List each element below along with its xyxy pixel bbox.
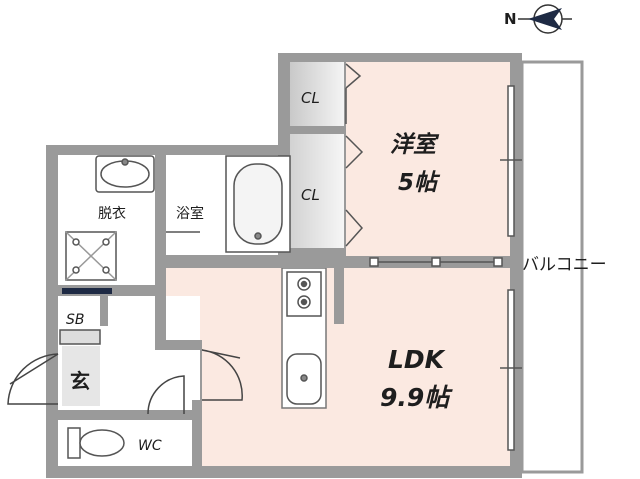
window-ldk [507, 289, 515, 451]
entrance-label: 玄 [70, 369, 90, 393]
closet-mid [290, 134, 344, 248]
toilet-bowl-icon [79, 429, 125, 457]
closet-doors [345, 63, 364, 247]
wall-ldk-hall [155, 268, 166, 348]
compass-arrow-icon [528, 8, 562, 30]
wall-closet-divider [290, 126, 346, 134]
western-room-size: 5帖 [398, 170, 441, 196]
ldk-name: LDK [388, 345, 446, 374]
compass: N [504, 4, 572, 34]
ldk-floor [166, 268, 510, 466]
toilet-door-icon [147, 375, 185, 415]
wall-hall-ldk-lower [192, 400, 202, 466]
ldk-size: 9.9帖 [380, 383, 453, 412]
closet-top-door-icon [345, 63, 362, 124]
wall-entrance-divider [100, 296, 108, 326]
closet-mid-label: CL [301, 186, 320, 204]
closet-top-label: CL [301, 89, 320, 107]
fixtures [59, 155, 322, 459]
toilet-tank-icon [67, 427, 81, 459]
wall-wash-bath [155, 155, 166, 295]
washroom-label: 脱衣 [98, 206, 126, 222]
closet-top [290, 62, 344, 126]
entrance-door-icon [7, 353, 59, 405]
wall-ldk-column [334, 268, 344, 324]
balcony: バルコニー [520, 60, 607, 474]
washroom-door-mark [62, 288, 112, 294]
western-room-floor [346, 62, 510, 256]
wall-closet-bottom [290, 248, 346, 256]
door-swings [7, 349, 243, 415]
balcony-outline [520, 60, 584, 474]
compass-north-label: N [504, 10, 517, 28]
hall-ldk-door-icon [201, 349, 243, 401]
balcony-label: バルコニー [522, 255, 607, 275]
hall-floor [100, 296, 200, 410]
shoe-box [59, 329, 101, 345]
wall-hall-corner [155, 340, 202, 350]
shoe-box-label: SB [66, 312, 85, 328]
wall-bath-ldk [155, 255, 278, 268]
western-room-name: 洋室 [390, 131, 440, 158]
windows [369, 85, 522, 451]
entrance-tiles [62, 346, 100, 406]
window-western-room [507, 85, 515, 237]
bathroom-label: 浴室 [176, 205, 204, 222]
toilet-label: WC [138, 438, 162, 454]
closet-mid-door-icon [345, 135, 364, 247]
wall-room-ldk [278, 256, 374, 268]
wall-toilet-top [58, 410, 150, 420]
